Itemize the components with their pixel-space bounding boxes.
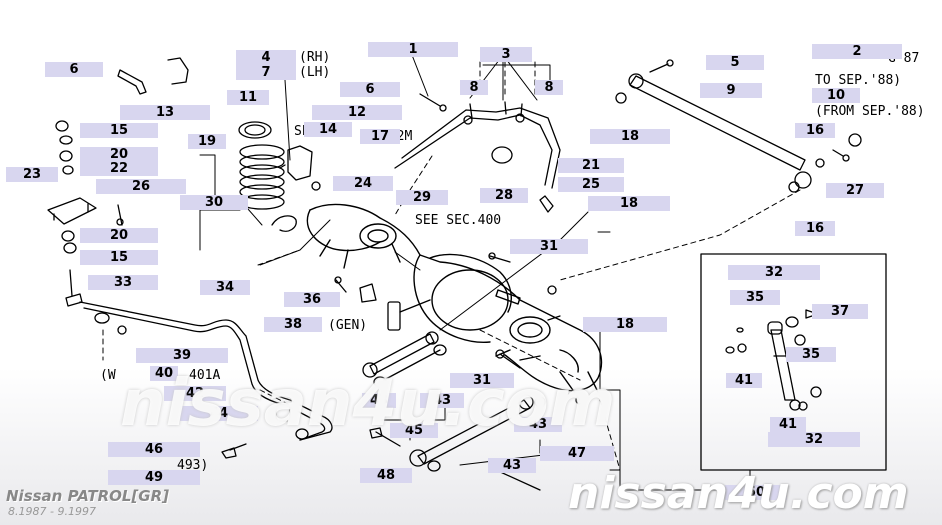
callout-2[interactable]: 2 bbox=[812, 44, 902, 59]
callout-44[interactable]: 44 bbox=[180, 406, 258, 421]
callout-15[interactable]: 15 bbox=[80, 123, 158, 138]
callout-19[interactable]: 19 bbox=[188, 134, 226, 149]
callout-22[interactable]: 22 bbox=[80, 161, 158, 176]
callout-43[interactable]: 43 bbox=[420, 393, 464, 408]
callout-29[interactable]: 29 bbox=[396, 190, 448, 205]
model-title: Nissan PATROL[GR] bbox=[6, 487, 170, 505]
rear-axle-housing bbox=[306, 203, 603, 405]
callout-35[interactable]: 35 bbox=[730, 290, 780, 305]
callout-4[interactable]: 4 bbox=[236, 50, 296, 65]
callout-31[interactable]: 31 bbox=[510, 239, 588, 254]
callout-30[interactable]: 30 bbox=[180, 195, 248, 210]
note-sec493: 493) bbox=[177, 458, 209, 473]
callout-50[interactable]: 50 bbox=[725, 485, 787, 500]
callout-26[interactable]: 26 bbox=[96, 179, 186, 194]
callout-5[interactable]: 5 bbox=[706, 55, 764, 70]
note-see-sec400: SEE SEC.400 bbox=[415, 213, 502, 228]
callout-32[interactable]: 32 bbox=[728, 265, 820, 280]
callout-6[interactable]: 6 bbox=[340, 82, 400, 97]
watermark-brand: nissan4u.com bbox=[568, 468, 909, 519]
callout-23[interactable]: 23 bbox=[6, 167, 58, 182]
callout-41[interactable]: 41 bbox=[770, 417, 806, 432]
bump-stopper bbox=[279, 145, 321, 191]
callout-38[interactable]: 38 bbox=[264, 317, 322, 332]
callout-43[interactable]: 43 bbox=[488, 458, 536, 473]
callout-43[interactable]: 43 bbox=[514, 417, 562, 432]
callout-18[interactable]: 18 bbox=[590, 129, 670, 144]
callout-42[interactable]: 42 bbox=[164, 386, 226, 401]
callout-7[interactable]: 7 bbox=[236, 65, 296, 80]
shock-set-box bbox=[700, 253, 887, 471]
stabilizer-bar bbox=[65, 269, 333, 459]
callout-31[interactable]: 31 bbox=[450, 373, 514, 388]
callout-18[interactable]: 18 bbox=[583, 317, 667, 332]
callout-6[interactable]: 6 bbox=[45, 62, 103, 77]
callout-8[interactable]: 8 bbox=[460, 80, 488, 95]
callout-43[interactable]: 43 bbox=[362, 393, 396, 408]
shock-absorber bbox=[767, 321, 801, 411]
callout-9[interactable]: 9 bbox=[700, 83, 762, 98]
callout-48[interactable]: 48 bbox=[360, 468, 412, 483]
callout-47[interactable]: 47 bbox=[540, 446, 614, 461]
lateral-rod bbox=[615, 59, 862, 193]
callout-36[interactable]: 36 bbox=[284, 292, 340, 307]
callout-20[interactable]: 20 bbox=[80, 228, 158, 243]
watermark-center: nissan4u.com bbox=[120, 367, 616, 441]
callout-15[interactable]: 15 bbox=[80, 250, 158, 265]
callout-24[interactable]: 24 bbox=[333, 176, 393, 191]
callout-17[interactable]: 17 bbox=[360, 129, 400, 144]
callout-46[interactable]: 46 bbox=[108, 442, 200, 457]
coil-spring bbox=[238, 121, 297, 232]
callout-34[interactable]: 34 bbox=[200, 280, 250, 295]
callout-12[interactable]: 12 bbox=[312, 105, 402, 120]
brake-hoses bbox=[394, 93, 561, 213]
note-wheel-frag: (W bbox=[100, 368, 116, 383]
callout-37[interactable]: 37 bbox=[812, 304, 868, 319]
callout-45[interactable]: 45 bbox=[390, 423, 438, 438]
callout-18[interactable]: 18 bbox=[588, 196, 670, 211]
callout-8[interactable]: 8 bbox=[535, 80, 563, 95]
callout-11[interactable]: 11 bbox=[227, 90, 269, 105]
callout-16[interactable]: 16 bbox=[795, 123, 835, 138]
note-sec401a: 401A bbox=[189, 368, 221, 383]
callout-35[interactable]: 35 bbox=[786, 347, 836, 362]
left-hardware bbox=[47, 57, 189, 254]
model-dates: 8.1987 - 9.1997 bbox=[8, 505, 96, 518]
callout-21[interactable]: 21 bbox=[558, 158, 624, 173]
callout-28[interactable]: 28 bbox=[480, 188, 528, 203]
callout-14[interactable]: 14 bbox=[304, 122, 352, 137]
callout-32[interactable]: 32 bbox=[768, 432, 860, 447]
callout-3[interactable]: 3 bbox=[480, 47, 532, 62]
callout-1[interactable]: 1 bbox=[368, 42, 458, 57]
note-from-sep88: (FROM SEP.'88) bbox=[815, 104, 925, 119]
callout-33[interactable]: 33 bbox=[88, 275, 158, 290]
callout-16[interactable]: 16 bbox=[795, 221, 835, 236]
suspension-links bbox=[362, 331, 546, 491]
reference-dashes bbox=[102, 61, 801, 471]
note-gen: (GEN) bbox=[328, 318, 368, 333]
callout-49[interactable]: 49 bbox=[108, 470, 200, 485]
note-to-sep88: TO SEP.'88) bbox=[815, 73, 902, 88]
axle-fittings bbox=[334, 252, 561, 331]
callout-41[interactable]: 41 bbox=[726, 373, 762, 388]
note-rh: (RH) bbox=[299, 50, 331, 65]
callout-13[interactable]: 13 bbox=[120, 105, 210, 120]
callout-10[interactable]: 10 bbox=[812, 88, 860, 103]
note-lh: (LH) bbox=[299, 65, 331, 80]
callout-39[interactable]: 39 bbox=[136, 348, 228, 363]
callout-25[interactable]: 25 bbox=[558, 177, 624, 192]
callout-27[interactable]: 27 bbox=[826, 183, 884, 198]
callout-40[interactable]: 40 bbox=[150, 366, 178, 381]
callout-20[interactable]: 20 bbox=[80, 147, 158, 162]
